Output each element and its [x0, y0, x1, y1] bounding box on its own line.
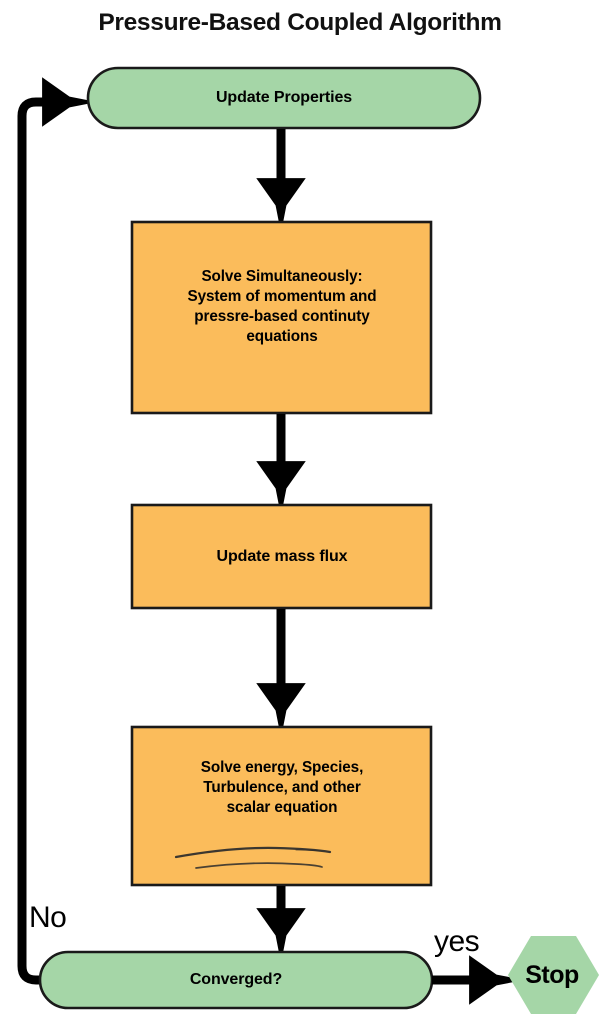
node-converged[interactable] [38, 950, 434, 1010]
edge-no-loopback [17, 77, 100, 985]
page-title: Pressure-Based Coupled Algorithm [98, 9, 502, 36]
node-solve-energy[interactable] [130, 725, 433, 887]
node-update-mass-flux[interactable] [130, 503, 433, 610]
node-stop[interactable] [508, 936, 599, 1014]
handwritten-scribble-annotation [174, 846, 332, 869]
node-solve-simultaneously[interactable] [130, 220, 433, 415]
node-update-properties[interactable] [86, 66, 482, 130]
